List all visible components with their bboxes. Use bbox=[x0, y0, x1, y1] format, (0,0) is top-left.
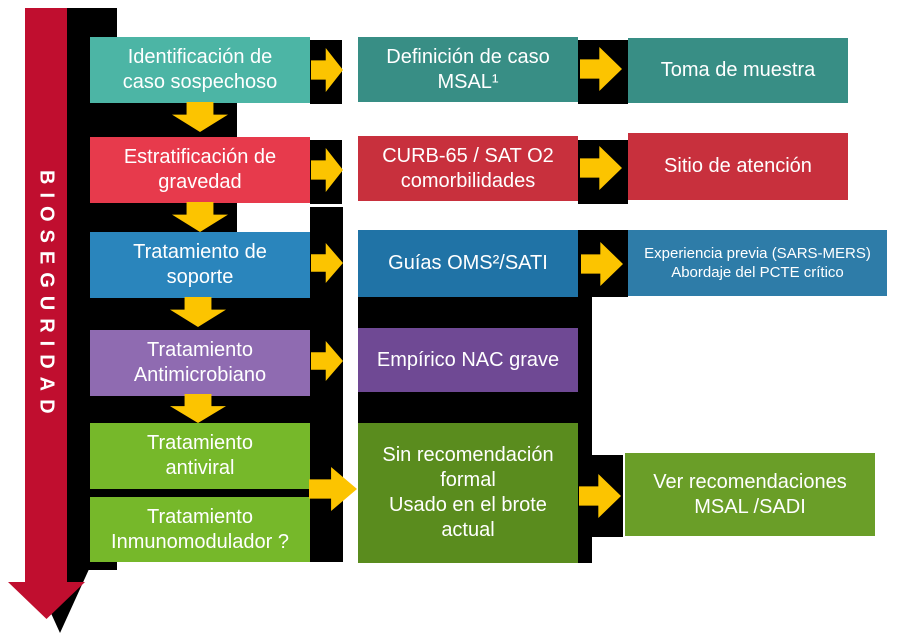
box-tratamiento-de-soporte: Tratamiento de soporte bbox=[90, 232, 310, 298]
box-estratificacion-de-gravedad: Estratificación de gravedad bbox=[90, 137, 310, 203]
box-sin-recomendacion-formal: Sin recomendación formal Usado en el bro… bbox=[358, 423, 578, 563]
shadow-block bbox=[90, 489, 310, 497]
box-tratamiento-antimicrobiano: Tratamiento Antimicrobiano bbox=[90, 330, 310, 396]
box-experiencia-previa: Experiencia previa (SARS-MERS) Abordaje … bbox=[628, 230, 887, 296]
box-sitio-de-atencion: Sitio de atención bbox=[628, 133, 848, 200]
biosecurity-banner-label: BIOSEGURIDAD bbox=[35, 169, 58, 422]
box-definicion-de-caso-msal: Definición de caso MSAL¹ bbox=[358, 37, 578, 102]
biosecurity-banner: BIOSEGURIDAD bbox=[25, 8, 67, 583]
box-toma-de-muestra: Toma de muestra bbox=[628, 38, 848, 103]
box-curb65-sat-o2: CURB-65 / SAT O2 comorbilidades bbox=[358, 136, 578, 201]
box-tratamiento-inmunomodulador: Tratamiento Inmunomodulador ? bbox=[90, 497, 310, 562]
box-identificacion-caso-sospechoso: Identificación de caso sospechoso bbox=[90, 37, 310, 103]
box-tratamiento-antiviral: Tratamiento antiviral bbox=[90, 423, 310, 489]
box-empirico-nac-grave: Empírico NAC grave bbox=[358, 328, 578, 392]
box-ver-recomendaciones: Ver recomendaciones MSAL /SADI bbox=[625, 453, 875, 536]
box-guias-oms-sati: Guías OMS²/SATI bbox=[358, 230, 578, 297]
